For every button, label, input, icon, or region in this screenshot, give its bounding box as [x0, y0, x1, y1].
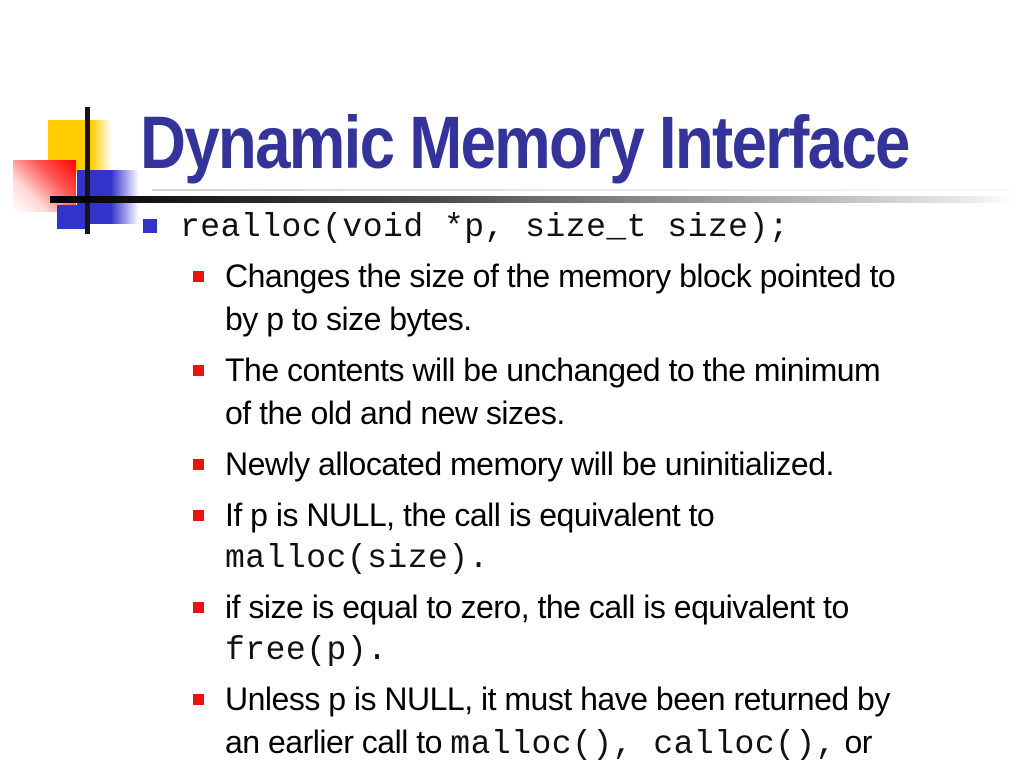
bullet-text: The contents will be unchanged to the mi…	[225, 352, 1009, 438]
bullet-text: if size is equal to zero, the call is eq…	[225, 589, 1009, 673]
red-square-bullet-icon	[193, 271, 204, 282]
bullet-item: If p is NULL, the call is equivalent to m…	[143, 497, 1009, 581]
body-text: or	[836, 724, 872, 760]
bullet-text: Unless p is NULL, it must have been retu…	[225, 681, 1009, 768]
body-text: of the old and new sizes.	[225, 395, 565, 431]
title-underline-gradient	[50, 196, 1012, 203]
red-square-bullet-icon	[193, 365, 204, 376]
bullet-text: realloc(void *p, size_t size);	[180, 209, 1009, 251]
red-square-bullet-icon	[193, 510, 204, 521]
bullet-item: Newly allocated memory will be uninitial…	[143, 446, 1009, 489]
code-text: realloc(void *p, size_t size);	[180, 209, 790, 246]
body-text: Unless p is NULL, it must have been retu…	[225, 681, 890, 717]
bullet-item: Changes the size of the memory block poi…	[143, 258, 1009, 344]
bullet-text: Changes the size of the memory block poi…	[225, 258, 1009, 344]
bullet-text: If p is NULL, the call is equivalent to m…	[225, 497, 1009, 581]
bullet-text: Newly allocated memory will be uninitial…	[225, 446, 1009, 489]
body-text: If p is NULL, the call is equivalent to	[225, 497, 715, 533]
bullet-item: The contents will be unchanged to the mi…	[143, 352, 1009, 438]
decor-red-gradient-square	[13, 160, 76, 212]
slide-title: Dynamic Memory Interface	[140, 101, 910, 184]
bullet-item: realloc(void *p, size_t size);	[143, 209, 1009, 251]
code-text: malloc(), calloc(),	[450, 726, 837, 763]
body-text: Changes the size of the memory block poi…	[225, 258, 896, 294]
code-text: malloc(size).	[225, 540, 489, 577]
body-text: Newly allocated memory will be uninitial…	[225, 446, 834, 482]
bullet-item: Unless p is NULL, it must have been retu…	[143, 681, 1009, 768]
red-square-bullet-icon	[193, 694, 204, 705]
bullet-item: if size is equal to zero, the call is eq…	[143, 589, 1009, 673]
body-text: by p to size bytes.	[225, 301, 472, 337]
body-text: an earlier call to	[225, 724, 451, 760]
decor-vertical-line	[85, 107, 90, 234]
bullet-list: realloc(void *p, size_t size); Changes th…	[143, 209, 1009, 768]
body-text: if size is equal to zero, the call is eq…	[225, 589, 849, 625]
body-text: The contents will be unchanged to the mi…	[225, 352, 881, 388]
decor-blue-square-small	[57, 205, 88, 229]
code-text: free(p).	[225, 632, 388, 669]
blue-square-bullet-icon	[143, 219, 157, 233]
red-square-bullet-icon	[193, 459, 204, 470]
title-underline-thin	[152, 189, 1012, 191]
red-square-bullet-icon	[193, 602, 204, 613]
